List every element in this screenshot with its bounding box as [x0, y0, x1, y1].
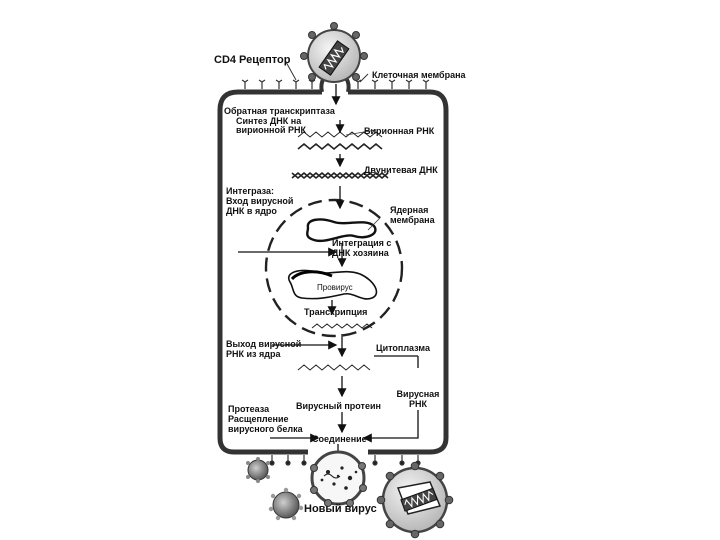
dna-synthesis-label-line1: Синтез ДНК на [236, 116, 302, 126]
double-stranded-dna-label: Двунитевая ДНК [364, 165, 438, 175]
double-stranded-dna [291, 171, 389, 180]
virion-rna-label: Вирионная РНК [364, 126, 435, 136]
host-dna-loop [306, 218, 377, 243]
reverse-transcriptase-label: Обратная транскриптаза [224, 106, 335, 116]
nucleus [264, 198, 404, 338]
transcription-label: Транскрипция [304, 307, 368, 317]
assembly-label: Соединение [312, 434, 367, 444]
nuclear-membrane-label-line2: мембрана [390, 215, 435, 225]
rna-exit-label-line2: РНК из ядра [226, 349, 281, 359]
cd4-receptor-label: CD4 Рецептор [214, 54, 291, 66]
cd4-receptors [241, 79, 430, 89]
integrase-label-line1: Интеграза: [226, 186, 275, 196]
cell-membrane-label: Клеточная мембрана [372, 70, 466, 80]
protease-label-line1: Протеаза [228, 404, 270, 414]
integrase-label-line3: ДНК в ядро [226, 206, 277, 216]
viral-protein-label: Вирусный протеин [296, 401, 381, 411]
nuclear-rna-strand [311, 323, 373, 329]
cytoplasm-label: Цитоплазма [376, 343, 430, 353]
dna-synthesis-label-line2: вирионной РНК [236, 125, 306, 135]
rna-exit-label-line1: Выход вирусной [226, 339, 302, 349]
viral-rna-label-line2: РНК [409, 399, 427, 409]
cell-membrane-outline [217, 89, 449, 455]
released-virion-small [246, 457, 270, 483]
new-virus-label: Новый вирус [304, 503, 377, 515]
integration-label-line1: Интеграция с [332, 238, 392, 248]
cytoplasm-rna-strand [297, 364, 371, 371]
mature-new-virion [376, 461, 454, 539]
protease-label-line2: Расщепление [228, 414, 289, 424]
viral-rna-label-line1: Вирусная [396, 389, 440, 399]
entering-virion [300, 22, 368, 83]
nuclear-membrane-label-line1: Ядерная [390, 205, 429, 215]
released-virion-medium [268, 487, 304, 521]
budding-virion [310, 450, 367, 507]
provirus-label: Провирус [317, 283, 353, 292]
rna-dna-hybrid-strand [297, 142, 383, 151]
integration-label-line2: ДНК хозяина [332, 248, 389, 258]
protease-label-line3: вирусного белка [228, 424, 303, 434]
integrase-label-line2: Вход вирусной [226, 196, 294, 206]
